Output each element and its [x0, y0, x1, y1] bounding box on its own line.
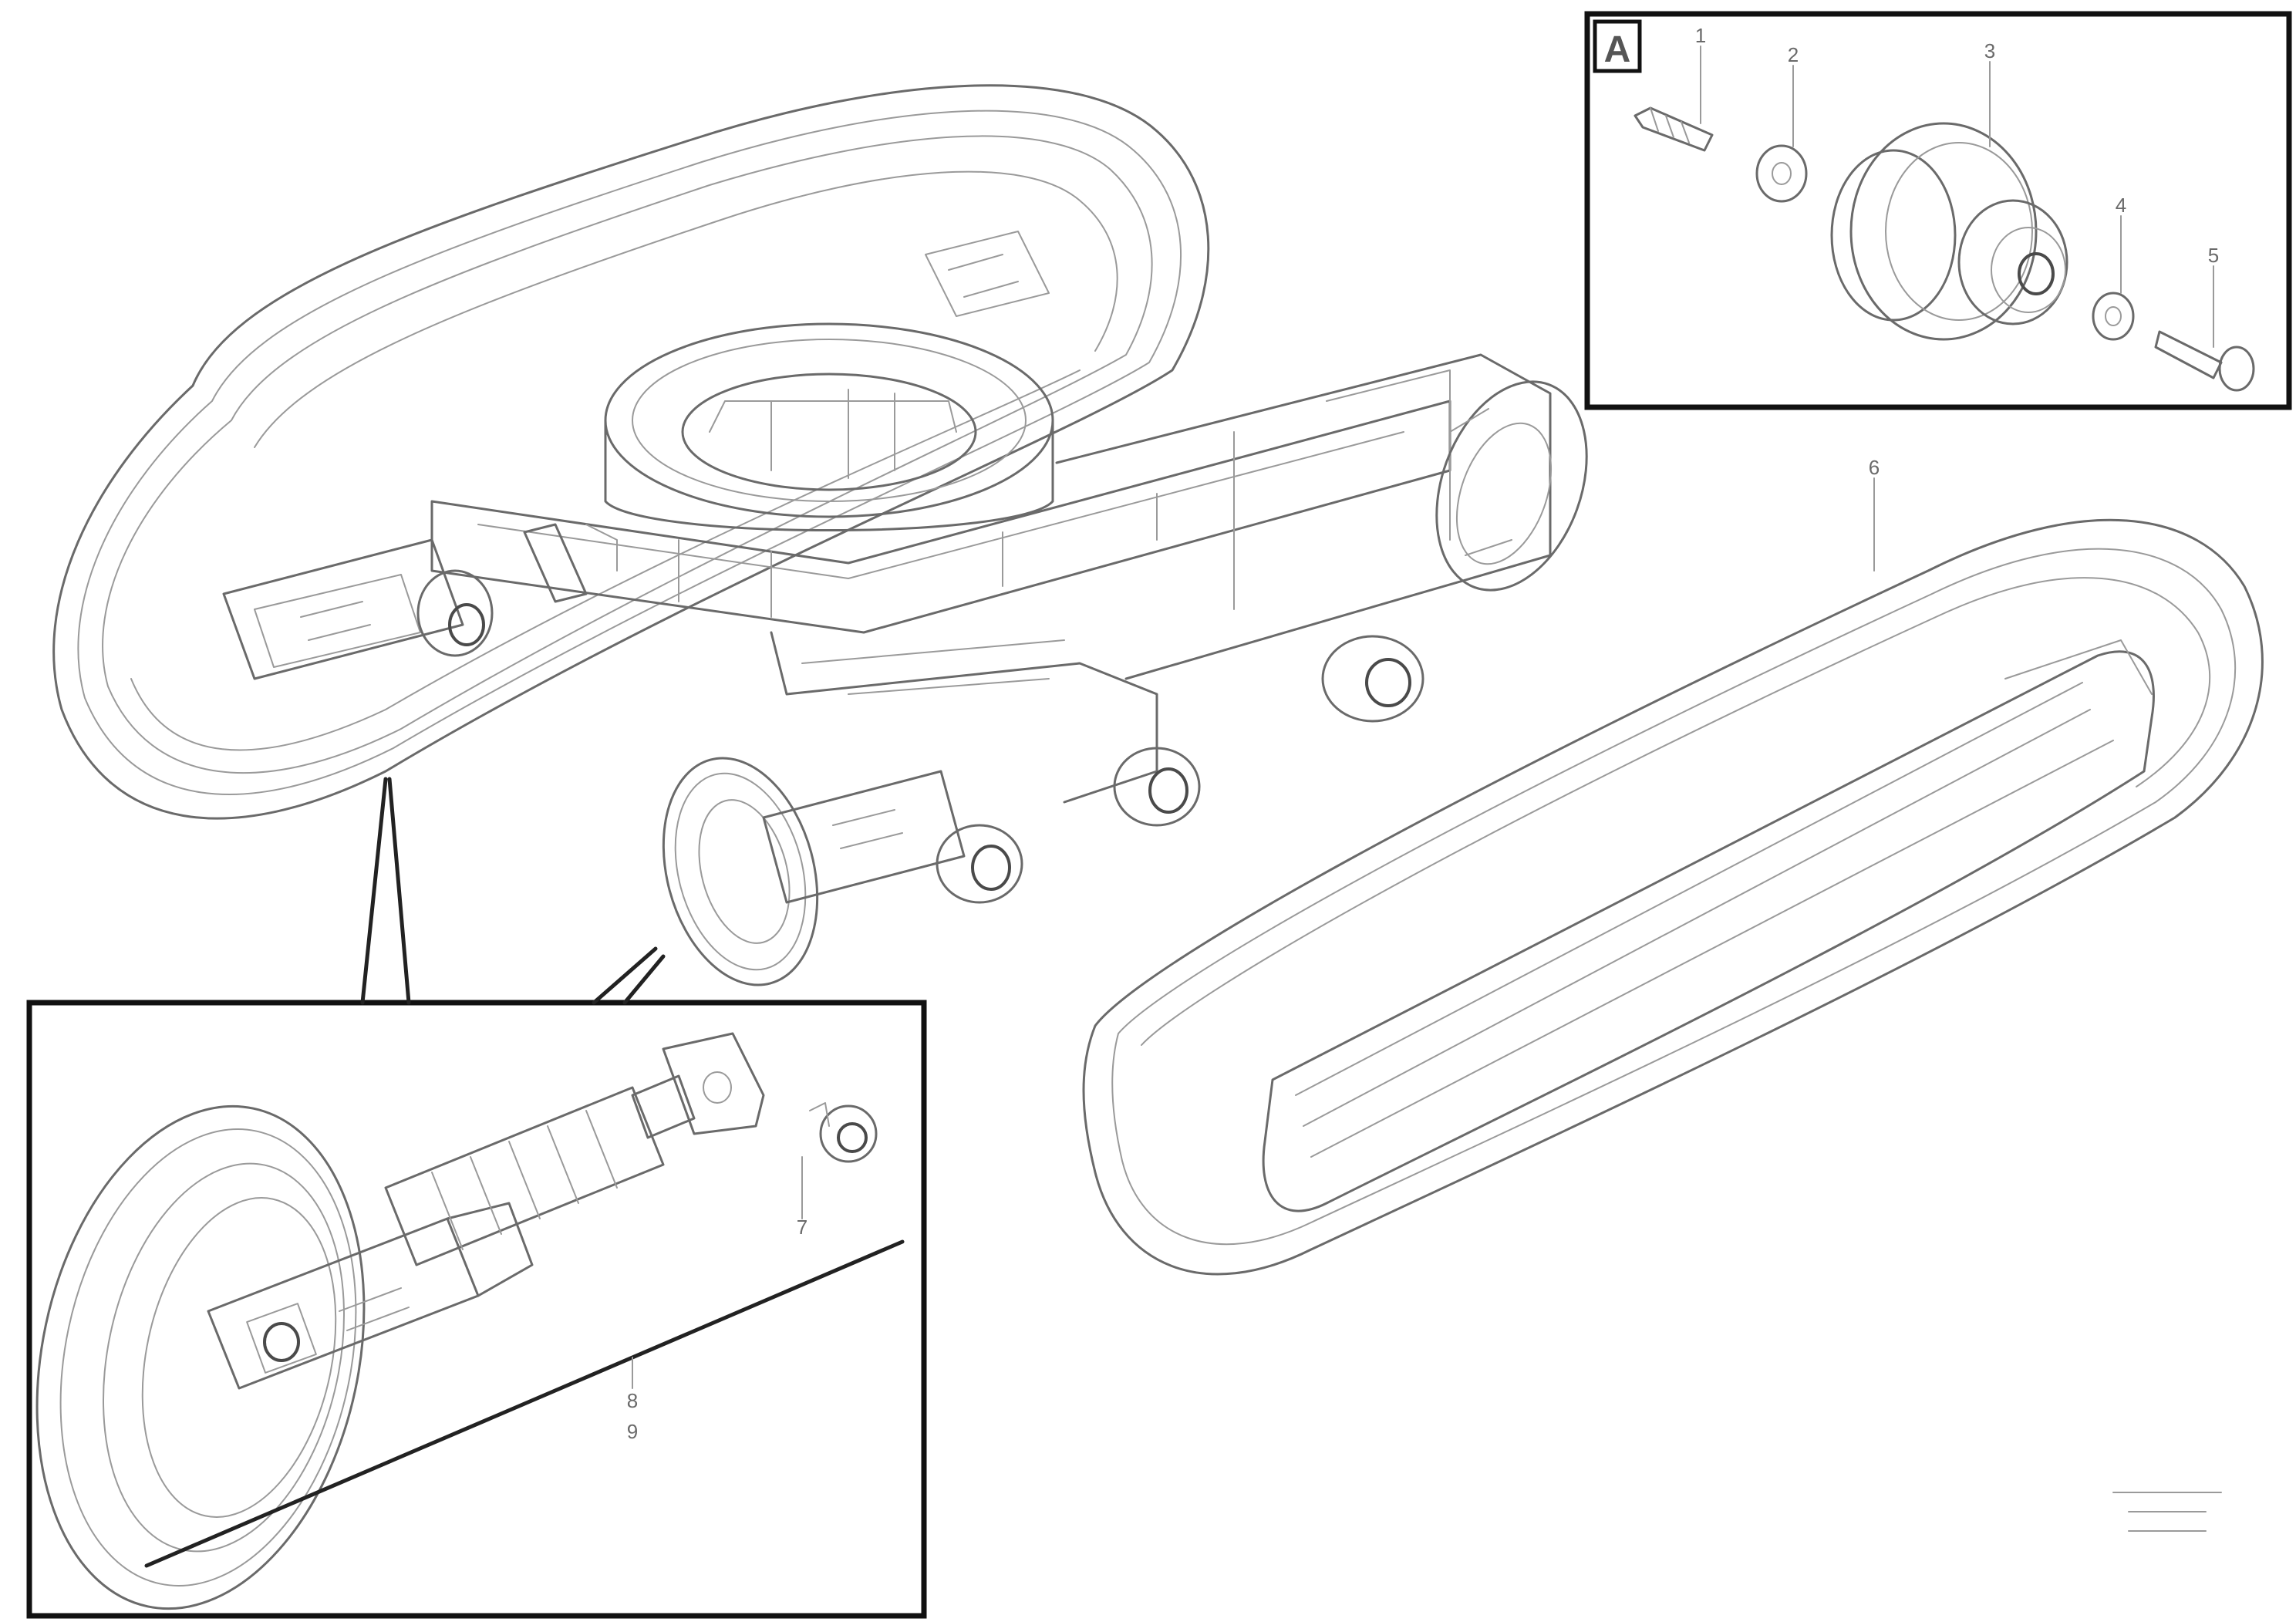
callout-4: 4 — [2116, 194, 2126, 217]
undercarriage-frame — [222, 322, 1588, 986]
callout-7: 7 — [797, 1216, 807, 1239]
right-track — [1082, 518, 2264, 1276]
drawing-reference — [2112, 1492, 2222, 1532]
callout-labels: 1 2 3 4 5 6 7 8 9 — [627, 24, 2219, 1443]
left-track — [52, 84, 1210, 820]
detail-view-a: A — [1584, 11, 2292, 410]
detail-a-frame — [1584, 11, 2292, 410]
recoil-spring — [384, 1086, 665, 1266]
callout-3: 3 — [1984, 39, 1995, 62]
detail-view-idler — [26, 1000, 927, 1619]
callout-5: 5 — [2208, 244, 2219, 267]
callout-9: 9 — [627, 1420, 638, 1443]
callout-1: 1 — [1695, 24, 1706, 47]
detail-a-letter: A — [1604, 29, 1631, 70]
connector-leaders — [360, 477, 1875, 1005]
callout-6: 6 — [1869, 456, 1880, 479]
detail-idler-frame — [26, 1000, 927, 1619]
callout-8: 8 — [627, 1389, 638, 1412]
callout-2: 2 — [1788, 43, 1799, 66]
detail-a-tag — [1593, 19, 1642, 73]
